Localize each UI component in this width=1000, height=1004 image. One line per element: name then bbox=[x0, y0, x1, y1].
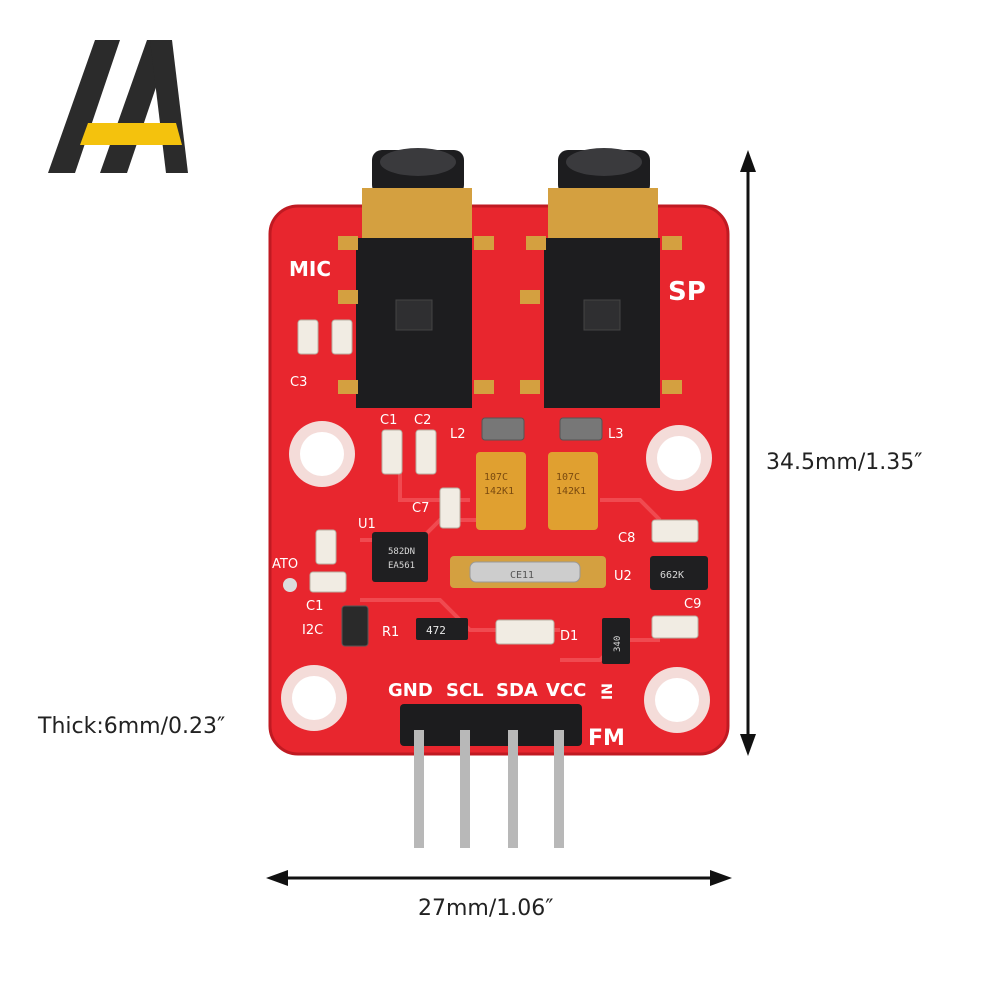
label-l3: L3 bbox=[608, 427, 624, 442]
label-c1: C1 bbox=[380, 413, 397, 428]
thickness-dimension-label: Thick:6mm/0.23″ bbox=[38, 714, 226, 739]
label-c3: C3 bbox=[290, 375, 307, 390]
fm-label: FM bbox=[588, 726, 625, 751]
in-label: IN bbox=[600, 683, 616, 700]
pin-label-gnd: GND bbox=[388, 680, 433, 701]
mic-label: MIC bbox=[289, 257, 331, 281]
cap2-mark-1: 107C bbox=[556, 472, 580, 483]
cap-mark-2: 142K1 bbox=[484, 486, 514, 497]
sp-label: SP bbox=[668, 277, 706, 307]
cap-mark-1: 107C bbox=[484, 472, 508, 483]
u1-mark-1: 582DN bbox=[388, 547, 415, 557]
label-l2: L2 bbox=[450, 427, 466, 442]
resistor-mark: 472 bbox=[426, 624, 446, 637]
cap2-mark-2: 142K1 bbox=[556, 486, 586, 497]
audio-jack-sp bbox=[520, 148, 682, 408]
mounting-hole bbox=[281, 665, 347, 731]
label-u2: U2 bbox=[614, 569, 632, 584]
vertical-dimension-arrow-icon bbox=[740, 150, 756, 756]
u2-ic-mark: 662K bbox=[660, 570, 684, 581]
mounting-hole bbox=[644, 667, 710, 733]
width-dimension-label: 27mm/1.06″ bbox=[418, 896, 554, 921]
u1-mark-2: EA561 bbox=[388, 561, 415, 571]
height-dimension-label: 34.5mm/1.35″ bbox=[766, 450, 923, 475]
pin-label-scl: SCL bbox=[446, 680, 484, 701]
label-c8: C8 bbox=[618, 531, 635, 546]
mounting-hole bbox=[289, 421, 355, 487]
label-ato: ATO bbox=[272, 557, 298, 572]
label-d1: D1 bbox=[560, 629, 578, 644]
pin-header bbox=[400, 704, 582, 848]
label-c7: C7 bbox=[412, 501, 429, 516]
audio-jack-mic bbox=[338, 148, 494, 408]
label-i2c: I2C bbox=[302, 623, 323, 638]
pin-label-vcc: VCC bbox=[546, 680, 586, 701]
label-c9: C9 bbox=[684, 597, 701, 612]
horizontal-dimension-arrow-icon bbox=[266, 870, 732, 886]
label-u1: U1 bbox=[358, 517, 376, 532]
crystal-mark: CE11 bbox=[510, 570, 534, 581]
label-r1: R1 bbox=[382, 625, 399, 640]
mounting-hole bbox=[646, 425, 712, 491]
label-c1-lower: C1 bbox=[306, 599, 323, 614]
pin-label-sda: SDA bbox=[496, 680, 538, 701]
brand-logo-icon bbox=[48, 40, 188, 173]
reg-mark: 340 bbox=[613, 636, 623, 652]
label-c2: C2 bbox=[414, 413, 431, 428]
smd-components bbox=[283, 319, 708, 664]
